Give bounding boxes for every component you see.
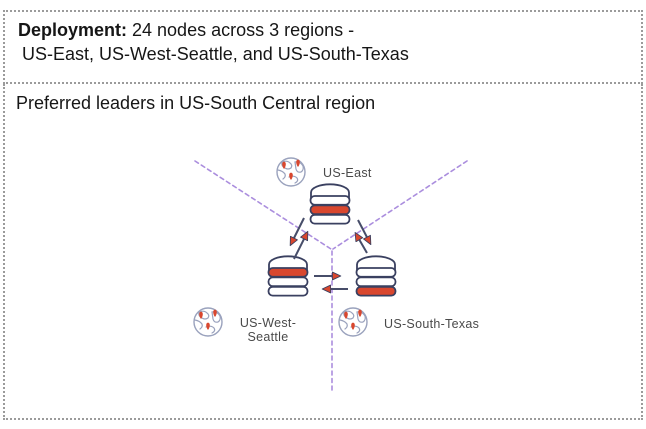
deployment-heading-bold: Deployment: bbox=[18, 20, 128, 40]
preferred-leaders-panel: Preferred leaders in US-South Central re… bbox=[3, 84, 643, 420]
deployment-heading-line: Deployment: 24 nodes across 3 regions - bbox=[18, 19, 627, 43]
deployment-note-panel: Deployment: 24 nodes across 3 regions - … bbox=[3, 10, 643, 84]
deployment-regions-line: US-East, US-West-Seattle, and US-South-T… bbox=[22, 43, 409, 64]
deployment-heading-rest: 24 nodes across 3 regions - bbox=[127, 20, 355, 40]
leaders-panel-title: Preferred leaders in US-South Central re… bbox=[16, 93, 376, 113]
